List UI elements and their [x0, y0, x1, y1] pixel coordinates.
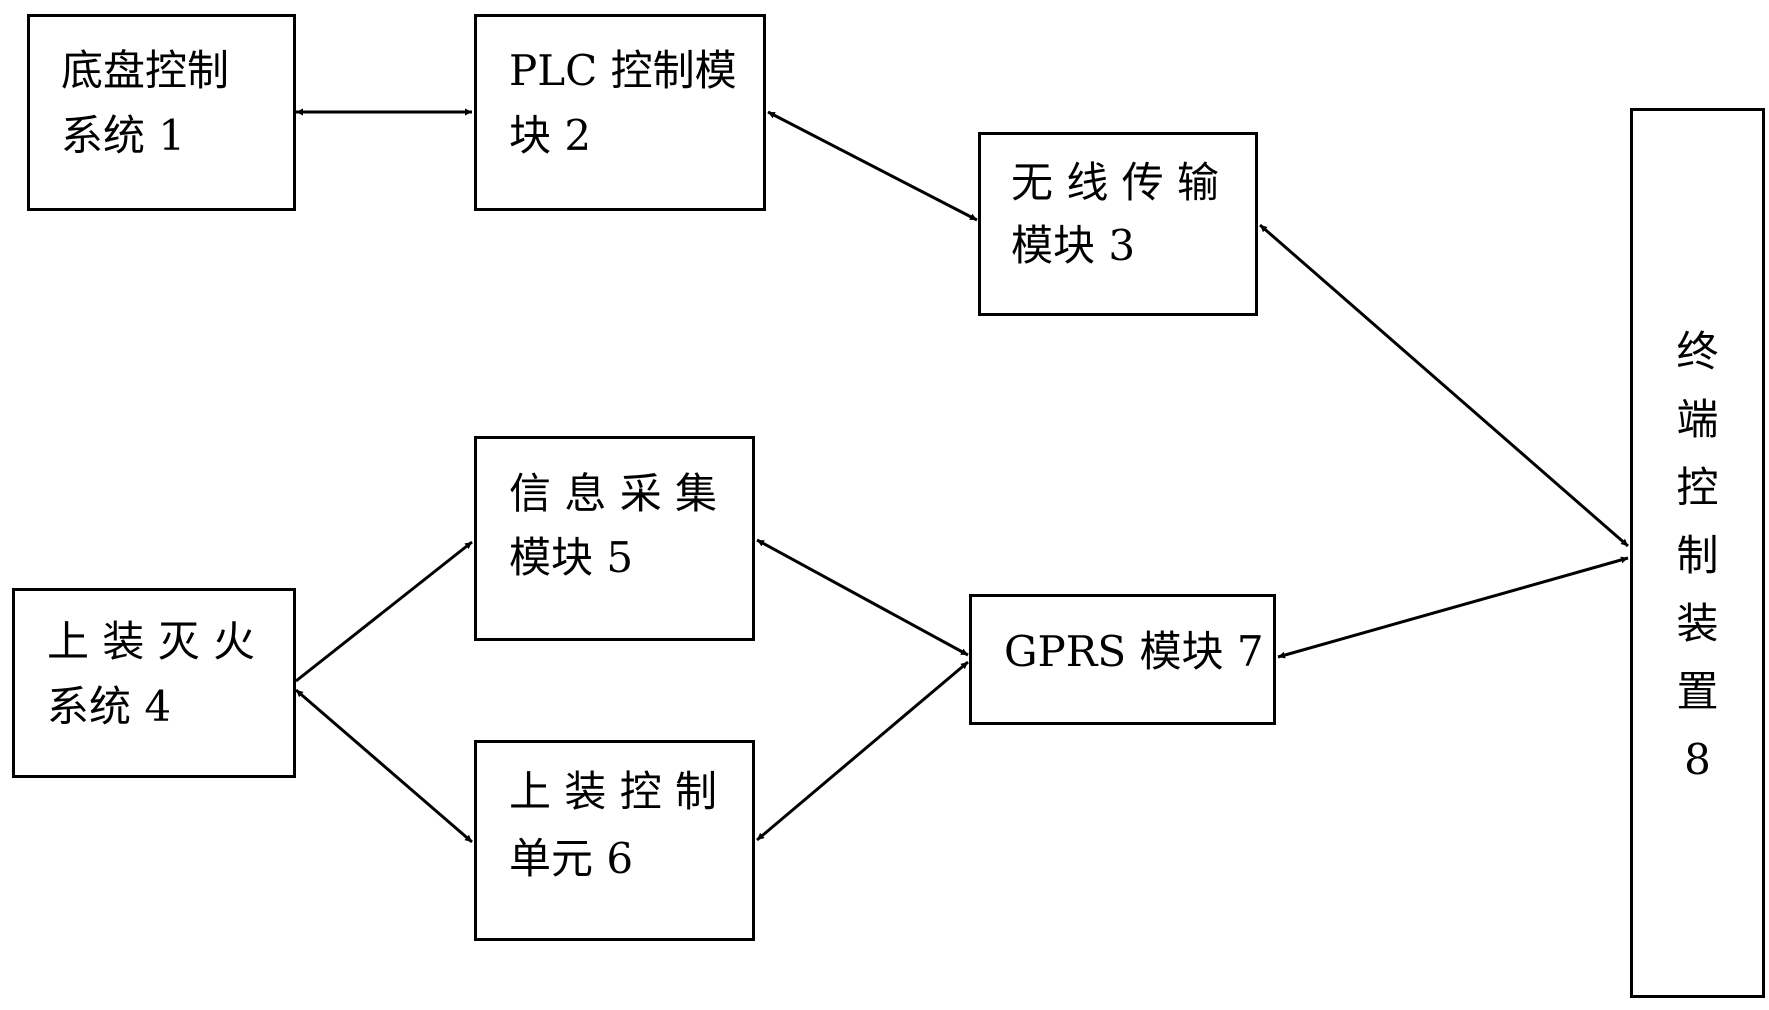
chassis-control-system-box: 底盘控制 系统 1: [27, 14, 296, 211]
chassis-control-system-label-line2: 系统 1: [61, 111, 186, 160]
arrow-firefighting-upper-control: [295, 688, 473, 844]
information-collection-module-box: 信 息 采 集 模块 5: [474, 436, 755, 641]
plc-control-module-box: PLC 控制模 块 2: [474, 14, 766, 211]
plc-control-module-label-line1: PLC 控制模: [509, 46, 737, 95]
chassis-control-system-label-line1: 底盘控制: [61, 46, 230, 95]
wireless-transmission-module-label-line1: 无 线 传 输: [1011, 158, 1220, 207]
arrow-firefighting-info: [295, 540, 473, 683]
terminal-control-device-char-1: 终: [1676, 327, 1719, 376]
wireless-transmission-module-label-line2: 模块 3: [1011, 221, 1136, 270]
upper-control-unit-label-line1: 上 装 控 制: [509, 767, 718, 816]
upper-firefighting-system-label-line1: 上 装 灭 火: [47, 617, 256, 666]
terminal-control-device-char-3: 控: [1676, 463, 1719, 512]
gprs-module-label: GPRS 模块 7: [1004, 627, 1264, 676]
terminal-control-device-char-6: 置: [1676, 667, 1719, 716]
plc-control-module-label-line2: 块 2: [509, 111, 592, 160]
arrow-upper-control-gprs: [756, 660, 969, 842]
terminal-control-device-char-7: 8: [1684, 735, 1711, 784]
terminal-control-device-char-5: 装: [1676, 599, 1719, 648]
arrow-info-gprs: [756, 538, 969, 657]
arrow-plc-wireless: [767, 110, 978, 222]
terminal-control-device-box: 终 端 控 制 装 置 8: [1630, 108, 1765, 998]
upper-control-unit-label-line2: 单元 6: [509, 834, 634, 883]
arrow-wireless-terminal: [1259, 223, 1629, 548]
upper-control-unit-box: 上 装 控 制 单元 6: [474, 740, 755, 941]
terminal-control-device-char-2: 端: [1676, 395, 1719, 444]
information-collection-module-label-line1: 信 息 采 集: [509, 469, 718, 518]
information-collection-module-label-line2: 模块 5: [509, 533, 634, 582]
gprs-module-box: GPRS 模块 7: [969, 594, 1276, 725]
upper-firefighting-system-box: 上 装 灭 火 系统 4: [12, 588, 296, 778]
terminal-control-device-char-4: 制: [1676, 531, 1719, 580]
upper-firefighting-system-label-line2: 系统 4: [47, 682, 172, 731]
wireless-transmission-module-box: 无 线 传 输 模块 3: [978, 132, 1258, 316]
arrow-gprs-terminal: [1277, 556, 1629, 659]
